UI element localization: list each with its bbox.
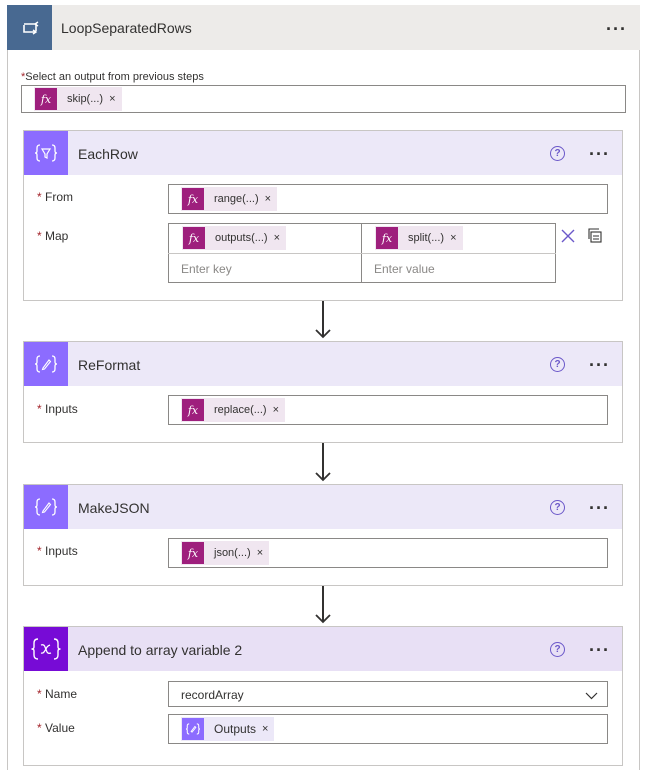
loop-title: LoopSeparatedRows bbox=[61, 20, 192, 36]
connector-arrow-icon bbox=[315, 471, 331, 485]
fx-icon: fx bbox=[182, 542, 204, 564]
remove-token-icon[interactable]: × bbox=[256, 547, 264, 559]
fx-icon: fx bbox=[183, 227, 205, 249]
connector-line bbox=[322, 443, 324, 480]
connector-arrow-icon bbox=[315, 328, 331, 342]
fx-icon: fx bbox=[376, 227, 398, 249]
help-icon[interactable]: ? bbox=[550, 146, 565, 161]
loop-card-header[interactable] bbox=[7, 5, 640, 50]
from-label: * From bbox=[37, 190, 74, 204]
remove-token-icon[interactable]: × bbox=[272, 404, 280, 416]
append-more-button[interactable]: ··· bbox=[589, 640, 610, 660]
name-dropdown-value: recordArray bbox=[181, 688, 244, 702]
makejson-title: MakeJSON bbox=[78, 500, 150, 516]
compose-icon bbox=[24, 342, 68, 386]
makejson-inputs-label: * Inputs bbox=[37, 544, 78, 558]
map-row-divider bbox=[168, 253, 556, 254]
delete-row-icon[interactable] bbox=[561, 229, 575, 246]
help-icon[interactable]: ? bbox=[550, 500, 565, 515]
fx-icon: fx bbox=[182, 188, 204, 210]
chevron-down-icon[interactable] bbox=[585, 689, 598, 703]
outputs-token[interactable]: Outputs × bbox=[181, 717, 275, 741]
switch-mode-icon[interactable] bbox=[588, 228, 603, 246]
name-label: * Name bbox=[37, 687, 78, 701]
loop-more-button[interactable]: ··· bbox=[606, 19, 627, 39]
eachrow-title: EachRow bbox=[78, 146, 138, 162]
remove-token-icon[interactable]: × bbox=[109, 93, 116, 105]
loop-icon bbox=[7, 5, 52, 50]
append-title: Append to array variable 2 bbox=[78, 642, 243, 658]
value-label: * Value bbox=[37, 721, 75, 735]
fx-icon: fx bbox=[182, 399, 204, 421]
eachrow-header[interactable] bbox=[24, 131, 622, 175]
help-icon[interactable]: ? bbox=[550, 642, 565, 657]
select-output-label: *Select an output from previous steps bbox=[21, 71, 204, 83]
connector-arrow-icon bbox=[315, 613, 331, 627]
reformat-more-button[interactable]: ··· bbox=[589, 355, 610, 375]
reformat-inputs-label: * Inputs bbox=[37, 402, 78, 416]
remove-token-icon[interactable]: × bbox=[273, 232, 281, 244]
select-output-field[interactable] bbox=[21, 85, 626, 113]
compose-token-icon bbox=[182, 718, 204, 740]
remove-token-icon[interactable]: × bbox=[262, 723, 269, 735]
outputs-key-token[interactable]: fx outputs(...) × bbox=[182, 226, 287, 250]
enter-key-input[interactable]: Enter key bbox=[181, 262, 232, 276]
json-token[interactable]: fx json(...) × bbox=[181, 541, 270, 565]
reformat-header[interactable] bbox=[24, 342, 622, 386]
name-dropdown[interactable] bbox=[168, 681, 608, 707]
range-token[interactable]: fx range(...) × bbox=[181, 187, 278, 211]
append-header[interactable] bbox=[24, 627, 622, 671]
enter-value-input[interactable]: Enter value bbox=[374, 262, 435, 276]
connector-line bbox=[322, 301, 324, 337]
eachrow-more-button[interactable]: ··· bbox=[589, 144, 610, 164]
variable-icon bbox=[24, 627, 68, 671]
select-action-icon bbox=[24, 131, 68, 175]
skip-token[interactable]: fx skip(...) × bbox=[34, 87, 122, 111]
remove-token-icon[interactable]: × bbox=[264, 193, 272, 205]
makejson-more-button[interactable]: ··· bbox=[589, 498, 610, 518]
map-label: * Map bbox=[37, 229, 69, 243]
help-icon[interactable]: ? bbox=[550, 357, 565, 372]
remove-token-icon[interactable]: × bbox=[450, 232, 457, 244]
connector-line bbox=[322, 586, 324, 622]
reformat-title: ReFormat bbox=[78, 357, 141, 373]
split-value-token[interactable]: fx split(...) × bbox=[375, 226, 463, 250]
compose-icon bbox=[24, 485, 68, 529]
makejson-header[interactable] bbox=[24, 485, 622, 529]
fx-icon: fx bbox=[35, 88, 57, 110]
replace-token[interactable]: fx replace(...) × bbox=[181, 398, 286, 422]
